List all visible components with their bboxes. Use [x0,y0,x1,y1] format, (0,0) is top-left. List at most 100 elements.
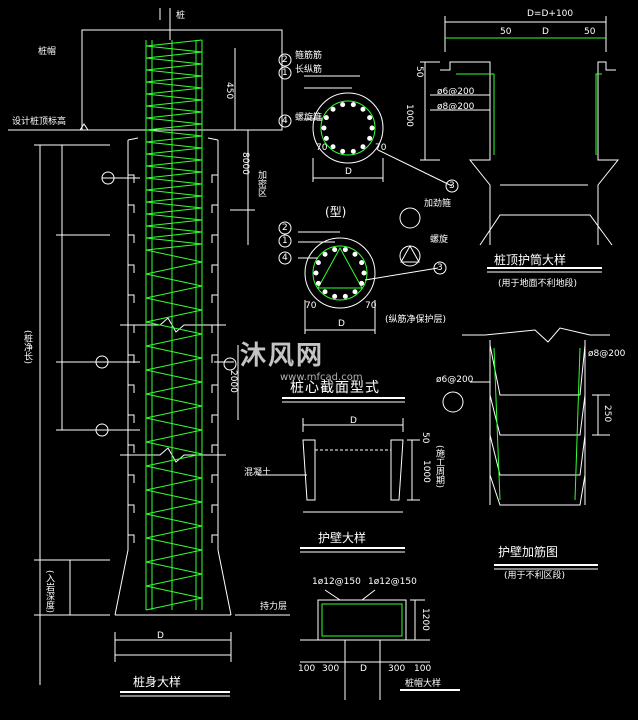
longitudinal-bar-dot [321,125,327,131]
wall-step-right [211,534,218,543]
wall-step-left [128,444,135,453]
label-dim-2000: 2000 [228,370,238,393]
wall-reinforcement-drawing [442,327,610,570]
wall-step-right [211,174,218,183]
longitudinal-bar-dot [332,247,338,253]
cap-detail-outline [317,599,407,641]
wall-step-right [211,384,218,393]
wall-step-right [211,414,218,423]
title-pile-cap-detail: 桩帽大样 [405,679,442,689]
label-rock-depth: (入岩深度) [44,570,54,614]
longitudinal-bar-dot [322,289,328,295]
longitudinal-bar-dot [367,135,373,141]
longitudinal-bar-dot [315,260,321,266]
label-hoop: 箍筋筋 [295,51,323,61]
wall-step-right [211,474,218,483]
longitudinal-bar-dot [352,251,358,257]
watermark: 沐风网 www.mfcad.com [240,335,363,383]
longitudinal-bar-dot [359,260,365,266]
title-pile-body: 桩身大样 [133,675,182,689]
wall-step-right [211,504,218,513]
title-top-casing: 桩顶护筒大样 [494,253,567,267]
label-cap-rebar-2: 1ø12@150 [368,577,417,587]
wall-step-left [128,384,135,393]
label-cap-rebar-1: 1ø12@150 [312,577,361,587]
label-bearing-layer: 持力层 [260,602,288,612]
watermark-logo-text: 沐风网 [240,341,325,371]
pile-cap-detail-drawing [300,589,460,700]
wall-step-left [128,294,135,303]
longitudinal-bar-dot [342,293,348,299]
section-b-triangle-stiffener [317,246,363,289]
label-spiral-2: 螺旋 [430,235,449,245]
wall-step-right [211,294,218,303]
pile-section-drawings [278,53,459,403]
label-reinf-rebar-1: ø8@200 [588,349,626,359]
longitudinal-bar-dot [330,144,336,150]
label-dim-8000: 8000 [240,152,250,175]
label-dense-zone: 加密区 [256,170,266,197]
longitudinal-bar-dot [313,270,319,276]
break-line-1 [120,317,226,333]
label-design-elevation: 设计桩顶标高 [12,117,67,127]
longitudinal-bar-dot [340,148,346,154]
label-dim-450: 450 [224,82,234,100]
longitudinal-bar-dot [323,135,329,141]
longitudinal-bar-dot [360,106,366,112]
wall-step-right [211,354,218,363]
longitudinal-bar-dot [350,148,356,154]
wall-step-right [211,324,218,333]
longitudinal-bar-dot [330,106,336,112]
longitudinal-bar-dot [340,102,346,108]
bell-left [114,549,129,616]
wall-step-left [128,324,135,333]
longitudinal-bar-dot [367,115,373,121]
stiffener-symbol-1 [399,207,421,229]
longitudinal-bar-dot [332,293,338,299]
label-net-length: (桩净长) [22,330,32,365]
section-a-hoop [320,100,376,156]
pile-top-casing-drawing [420,16,620,273]
spiral-hoop [145,39,203,611]
wall-detail-drawing [258,418,420,553]
longitudinal-bar-dot [369,125,375,131]
longitudinal-bar-dot [352,289,358,295]
section-b-outer [304,237,376,309]
wall-left-section [302,439,316,501]
rebar-cage [145,39,203,611]
label-d-bottom: D [157,631,164,641]
wall-step-left [128,504,135,513]
wall-step-left [128,474,135,483]
wall-step-right [211,204,218,213]
label-section-note: (纵筋净保护层) [385,315,447,325]
section-a-outer [312,92,384,164]
wall-step-left [128,204,135,213]
label-top-rebar-2: ø8@200 [437,102,475,112]
wall-step-left [128,264,135,273]
bell-right [217,549,232,616]
title-wall-detail: 护壁大样 [318,531,367,545]
longitudinal-bar-dot [323,115,329,121]
label-reinf-rebar-2: ø6@200 [436,375,474,385]
pile-cap-outline [81,29,283,131]
note-wall-reinforcement: (用于不利区段) [504,571,566,581]
wall-step-left [128,414,135,423]
wall-step-right [211,264,218,273]
callout-4-pile [101,171,115,185]
callout-3-pile [223,357,237,371]
wall-step-right [211,444,218,453]
stiffener-symbol-2 [400,244,420,263]
longitudinal-bar-dot [342,247,348,253]
longitudinal-bar-dot [359,280,365,286]
longitudinal-bar-dot [361,270,367,276]
pile-body-drawing [8,8,290,697]
wall-step-left [128,234,135,243]
callout-2-pile [95,355,109,369]
longitudinal-bar-dot [322,251,328,257]
label-pile-cap: 桩帽 [38,47,57,57]
longitudinal-bar-dot [350,102,356,108]
longitudinal-bar-dot [360,144,366,150]
title-pile-section: 桩心截面型式 [290,380,380,396]
label-concrete: 混凝土 [244,468,272,478]
